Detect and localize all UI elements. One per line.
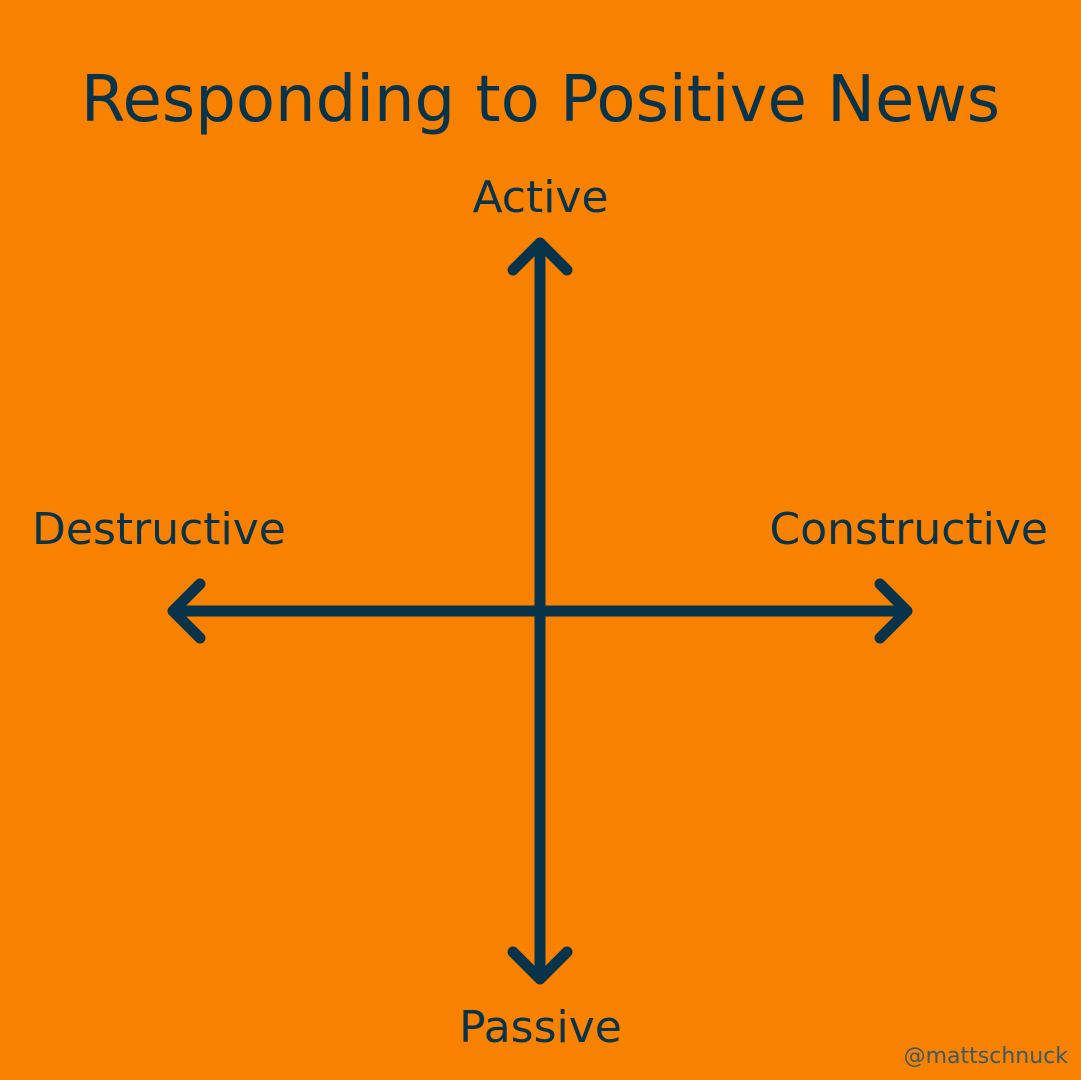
arrow-left-head	[167, 578, 206, 644]
arrow-right-head	[874, 578, 913, 644]
credit-handle: @mattschnuck	[903, 1044, 1068, 1069]
axis-label-destructive: Destructive	[32, 504, 286, 555]
axis-label-constructive: Constructive	[769, 504, 1048, 555]
arrow-down-head	[507, 946, 573, 985]
axis-label-passive: Passive	[459, 1002, 622, 1053]
diagram-title: Responding to Positive News	[80, 63, 1001, 137]
arrow-up-head	[507, 237, 573, 276]
axis-label-active: Active	[472, 172, 609, 223]
